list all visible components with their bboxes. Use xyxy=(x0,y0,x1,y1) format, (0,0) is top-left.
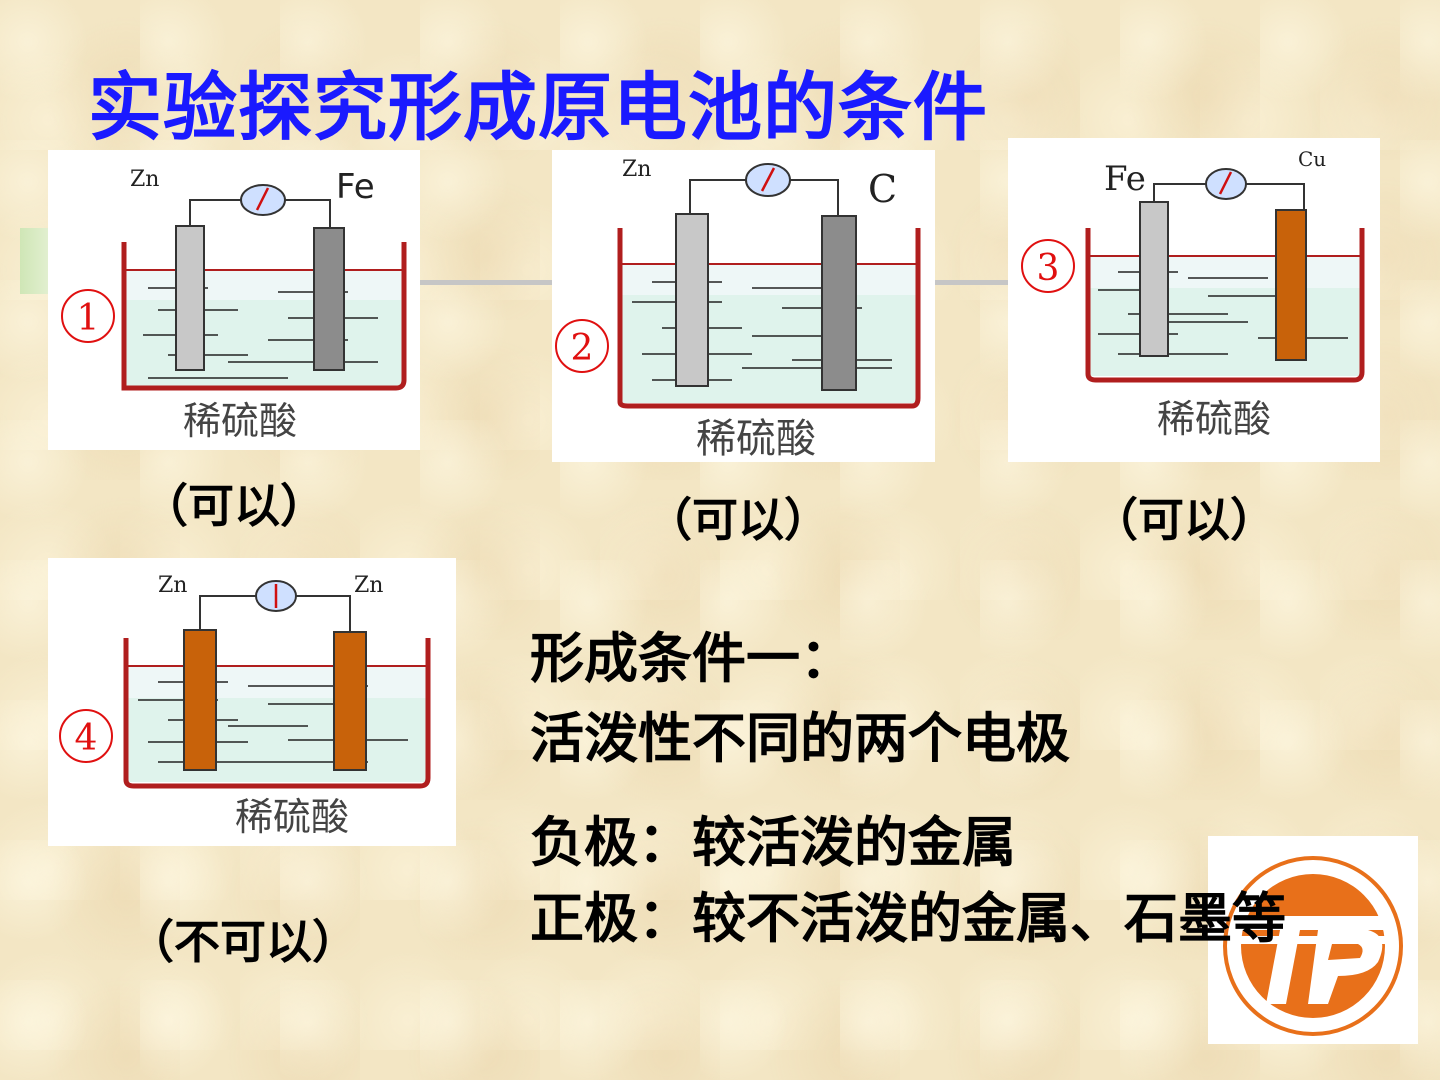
right-electrode-label: Zn xyxy=(354,573,383,598)
left-electrode xyxy=(175,225,205,371)
positive-electrode-rule: 正极：较不活泼的金属、石墨等 xyxy=(530,887,1286,950)
school-logo-icon xyxy=(1208,836,1418,1044)
left-electrode-label: Zn xyxy=(130,167,159,192)
solution-label: 稀硫酸 xyxy=(183,399,297,443)
experiment-4-diagram: Zn Zn 4 稀硫酸 xyxy=(48,558,456,846)
left-electrode-label: Zn xyxy=(622,157,651,182)
right-electrode-label: Fe xyxy=(336,167,375,207)
page-title: 实验探究形成原电池的条件 xyxy=(88,65,988,151)
svg-text:3: 3 xyxy=(1037,248,1060,289)
svg-text:4: 4 xyxy=(75,718,98,759)
decorative-line xyxy=(935,280,1010,285)
right-electrode xyxy=(333,631,367,771)
svg-text:1: 1 xyxy=(77,298,100,339)
right-electrode-label: Cu xyxy=(1298,147,1326,171)
right-electrode xyxy=(1275,209,1307,361)
experiment-1-verdict: （可以） xyxy=(142,479,326,533)
experiment-3-verdict: （可以） xyxy=(1092,493,1276,547)
experiment-2-verdict: （可以） xyxy=(646,493,830,547)
solution-label: 稀硫酸 xyxy=(235,795,349,839)
experiment-1-diagram: Zn Fe 1 稀硫酸 xyxy=(48,150,420,450)
conclusion-statement: 活泼性不同的两个电极 xyxy=(530,707,1070,770)
right-electrode xyxy=(313,227,345,371)
experiment-2-diagram: Zn C 2 稀硫酸 xyxy=(552,150,935,462)
left-electrode-label: Zn xyxy=(158,573,187,598)
left-electrode xyxy=(183,629,217,771)
solution-label: 稀硫酸 xyxy=(696,416,816,462)
left-electrode-label: Fe xyxy=(1104,159,1146,199)
negative-electrode-rule: 负极：较活泼的金属 xyxy=(530,811,1016,874)
right-electrode-label: C xyxy=(868,167,897,211)
solution-label: 稀硫酸 xyxy=(1157,397,1271,441)
right-electrode xyxy=(821,215,857,391)
left-electrode xyxy=(675,213,709,387)
decorative-line xyxy=(420,280,552,285)
experiment-3-diagram: Fe Cu 3 稀硫酸 xyxy=(1008,138,1380,462)
experiment-4-verdict: （不可以） xyxy=(128,915,358,969)
svg-text:2: 2 xyxy=(571,328,594,369)
left-electrode xyxy=(1139,201,1169,357)
conclusion-heading: 形成条件一： xyxy=(530,627,854,690)
